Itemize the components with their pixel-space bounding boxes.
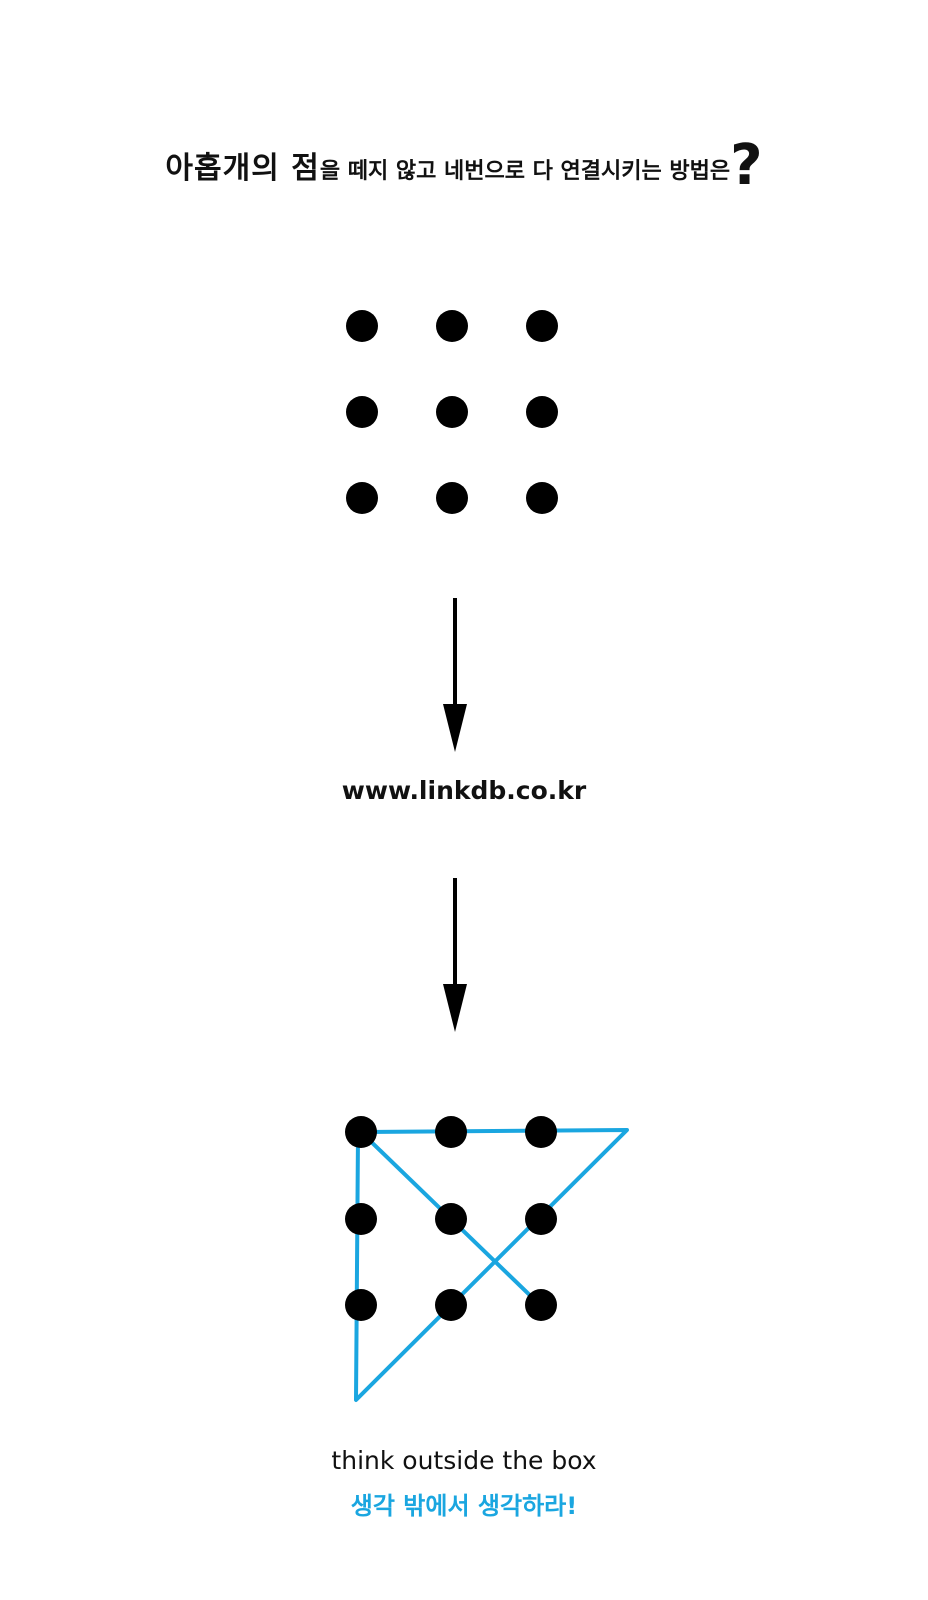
solution-line — [354, 1128, 629, 1402]
puzzle-dot — [346, 482, 378, 514]
solution-dot — [525, 1116, 557, 1148]
puzzle-dot-grid — [346, 310, 558, 514]
solution-dot — [525, 1289, 557, 1321]
solution-dot — [435, 1289, 467, 1321]
puzzle-dot — [436, 310, 468, 342]
solution-dot — [435, 1116, 467, 1148]
solution-dot — [525, 1203, 557, 1235]
puzzle-title: 아홉개의 점을 떼지 않고 네번으로 다 연결시키는 방법은? — [0, 138, 928, 194]
puzzle-dot — [346, 310, 378, 342]
solution-dot — [345, 1289, 377, 1321]
down-arrow-icon — [443, 878, 467, 1032]
title-rest: 을 떼지 않고 네번으로 다 연결시키는 방법은 — [319, 159, 731, 184]
puzzle-dot — [436, 396, 468, 428]
solution-dot — [435, 1203, 467, 1235]
solution-dot — [345, 1203, 377, 1235]
solution-path — [354, 1128, 629, 1402]
website-url: www.linkdb.co.kr — [341, 776, 587, 805]
puzzle-dot — [526, 396, 558, 428]
puzzle-dot — [526, 482, 558, 514]
caption-english: think outside the box — [331, 1446, 597, 1475]
puzzle-dot — [436, 482, 468, 514]
down-arrow-icon — [443, 598, 467, 752]
solution-dot-grid — [345, 1116, 557, 1321]
puzzle-dot — [346, 396, 378, 428]
question-mark: ? — [730, 133, 763, 198]
puzzle-dot — [526, 310, 558, 342]
solution-dot — [345, 1116, 377, 1148]
title-emphasis: 아홉개의 점 — [165, 151, 320, 186]
caption-korean: 생각 밖에서 생각하라! — [350, 1492, 578, 1520]
